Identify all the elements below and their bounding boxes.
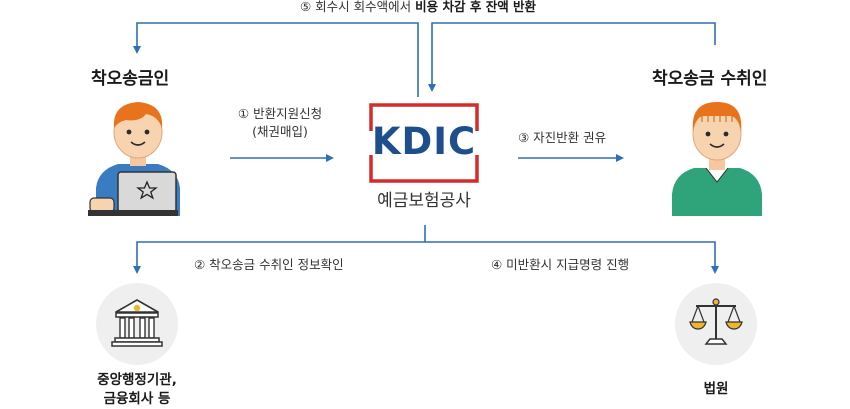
arrow-branch-right — [425, 241, 719, 274]
kdic-logo — [369, 103, 479, 183]
agency-caption: 중앙행정기관, 금융회사 등 — [60, 371, 214, 409]
arrow-recipient-to-kdic — [428, 22, 716, 92]
step1-label-line1: ① 반환지원신청 — [237, 106, 323, 121]
recipient-title: 착오송금 수취인 — [652, 69, 768, 89]
step1-label: ① 반환지원신청 (채권매입) — [220, 105, 340, 141]
sender-title: 착오송금인 — [91, 69, 170, 89]
step3-label: ③ 자진반환 권유 — [518, 130, 607, 145]
step1-label-line2: (채권매입) — [252, 124, 308, 139]
kdic-logo-text: KDIC — [371, 120, 477, 163]
scales-of-justice-icon — [689, 298, 743, 345]
kdic-name: 예금보험공사 — [377, 191, 471, 211]
sender-person-icon — [88, 102, 180, 216]
step2-label: ② 착오송금 수취인 정보확인 — [194, 257, 344, 272]
arrow-branch — [133, 225, 426, 274]
step5-label-bold: 비용 차감 후 잔액 반환 — [415, 0, 537, 14]
agency-circle — [96, 283, 178, 365]
bank-building-icon — [111, 299, 163, 347]
recipient-person-icon — [672, 102, 762, 216]
agency-caption-line1: 중앙행정기관, — [97, 372, 177, 388]
step4-label: ④ 미반환시 지급명령 진행 — [491, 257, 630, 272]
arrow-return-top — [133, 22, 419, 97]
court-caption: 법원 — [703, 381, 729, 397]
step5-label-prefix: ⑤ 회수시 회수액에서 — [300, 0, 416, 14]
step5-label: ⑤ 회수시 회수액에서 비용 차감 후 잔액 반환 — [300, 0, 536, 16]
agency-caption-line2: 금융회사 등 — [103, 391, 171, 407]
